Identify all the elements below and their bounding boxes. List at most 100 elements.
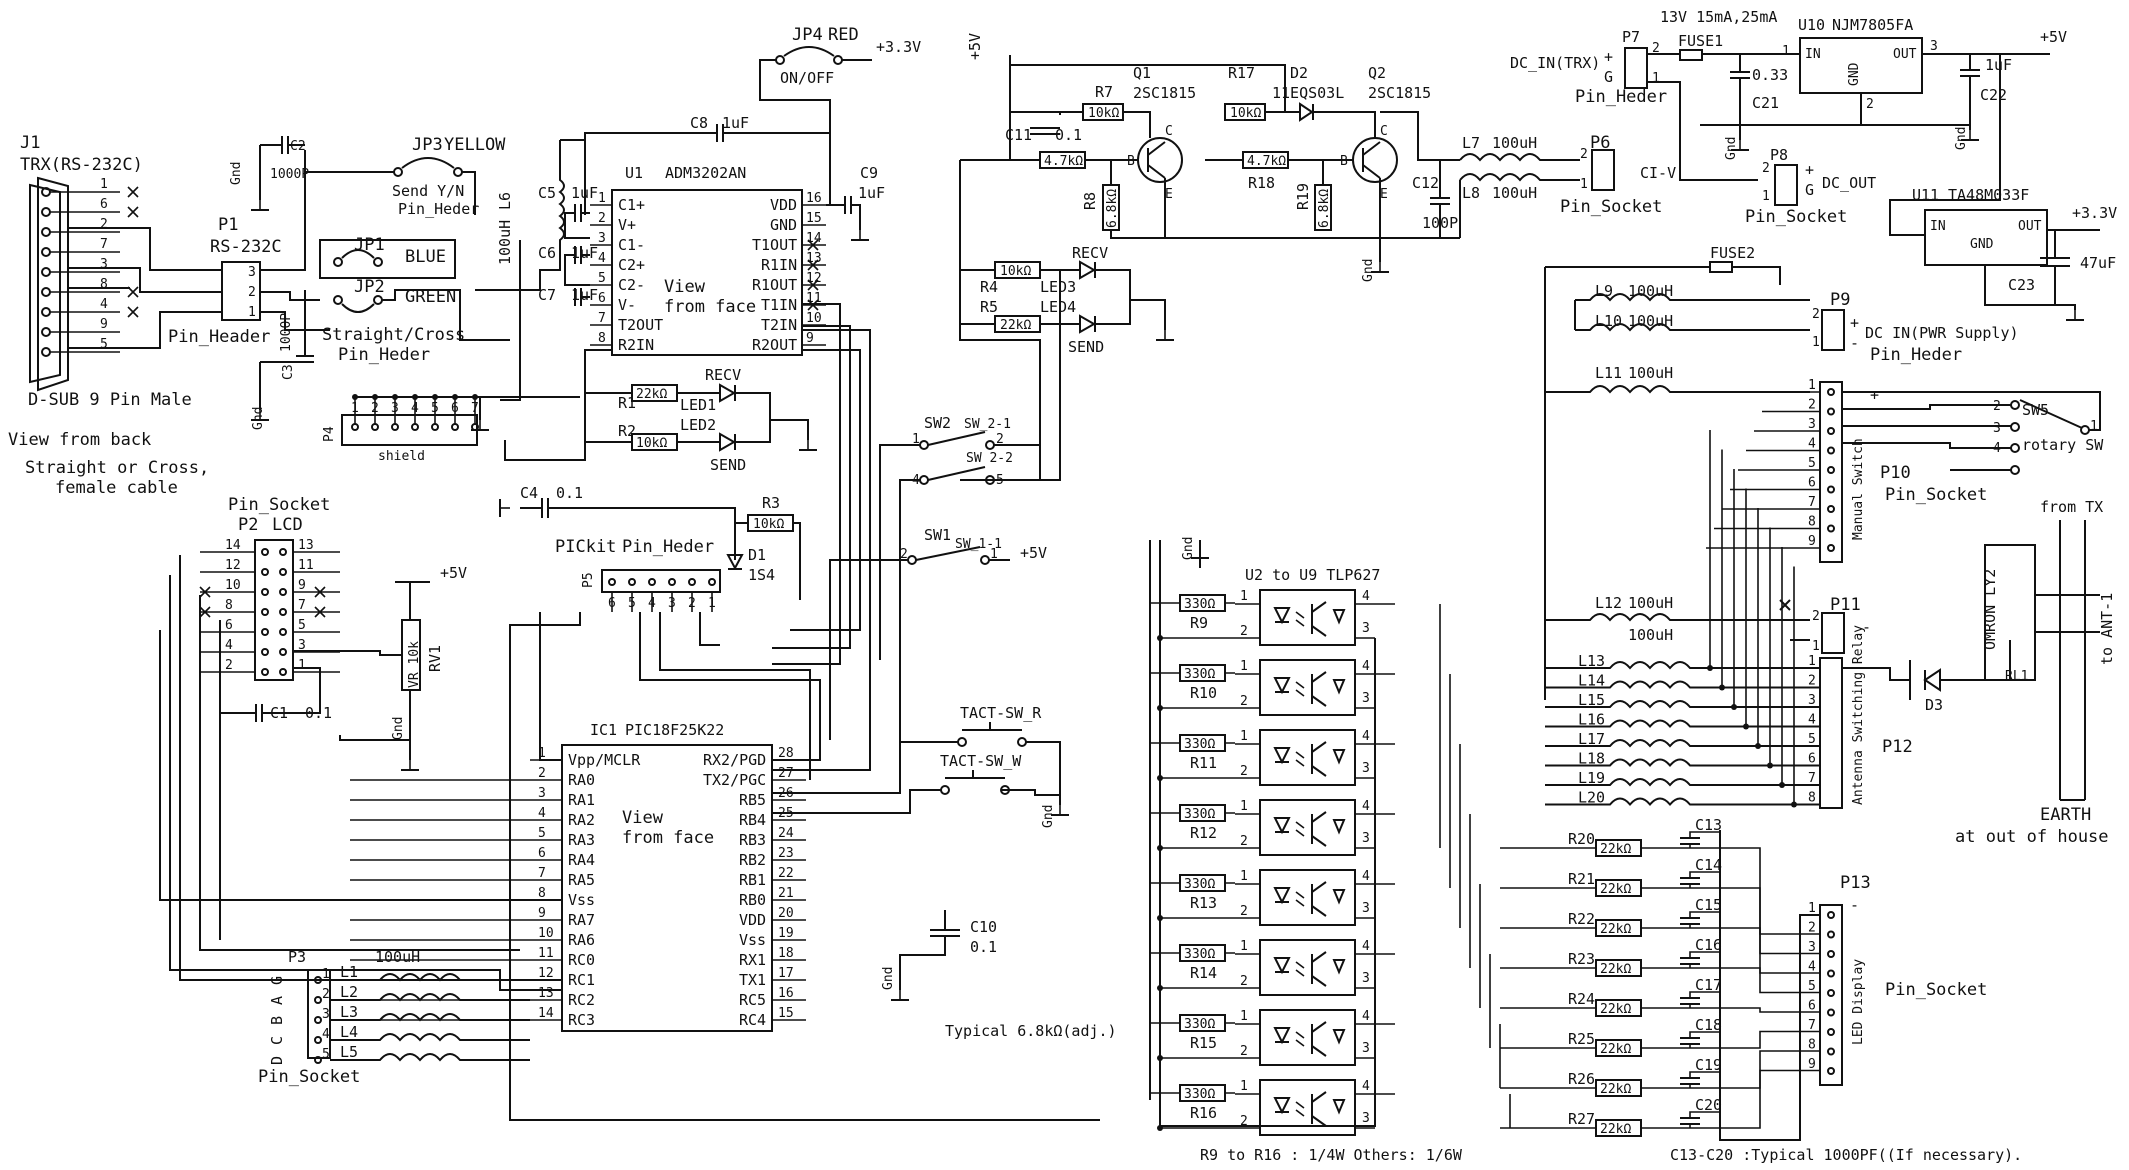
- dsub-pin-number: 2: [100, 217, 108, 232]
- led-cap-ref: C19: [1695, 1056, 1722, 1074]
- sw2-switch: SW2 SW_2-1 SW 2-2 1 2 4 5: [879, 270, 1061, 780]
- ic1-pin-number: 27: [778, 766, 794, 781]
- relay-coil: [1545, 680, 1820, 690]
- opto-pin3: 3: [1362, 831, 1370, 846]
- c2-ref: C2: [290, 139, 306, 154]
- ly2-label: OMRON LY2: [1981, 569, 1999, 650]
- junction-dot: [1743, 723, 1749, 730]
- p12-label: Antenna Switching Relay: [1851, 625, 1866, 805]
- p10-pin: [1827, 388, 1835, 396]
- gnd-label: Gnd: [1361, 259, 1376, 282]
- gnd-label: Gnd: [1724, 137, 1739, 160]
- p11-pin2: 2: [1812, 609, 1820, 624]
- rv1-value: VR 10k: [407, 641, 422, 688]
- u1-pin-name: C1+: [618, 196, 645, 214]
- p10-pin-number: 3: [1808, 417, 1816, 432]
- ic1-pin-name: RA0: [568, 771, 595, 789]
- jp2-ref: JP2: [354, 277, 385, 297]
- gnd-label: Gnd: [391, 717, 406, 740]
- opto-pin2: 2: [1240, 974, 1248, 989]
- opto-resistor-ref: R14: [1190, 964, 1217, 982]
- u1-pin-name: GND: [770, 216, 797, 234]
- opto-pin4: 4: [1362, 869, 1370, 884]
- ic1-pin-name: RB0: [739, 891, 766, 909]
- l1-5-value: 100uH: [375, 948, 420, 966]
- p12-pin-number: 2: [1808, 674, 1816, 689]
- led-resistor-ref: R26: [1568, 1070, 1595, 1088]
- l11-ref: L11: [1595, 364, 1622, 382]
- u1-view2: from face: [664, 297, 756, 317]
- sw11-label: SW_1-1: [955, 537, 1002, 552]
- p3-pin-letter: A: [268, 996, 286, 1005]
- j1-ref: J1: [20, 133, 40, 153]
- p1-pin2: 2: [248, 285, 256, 300]
- p13-pin: [1827, 950, 1835, 958]
- c3-value: 1000P: [279, 313, 294, 352]
- v13-label: 13V 15mA,25mA: [1660, 8, 1777, 26]
- q1-b: B: [1127, 154, 1135, 169]
- u1-pin-number: 3: [598, 231, 606, 246]
- opto-diode: [1332, 609, 1346, 625]
- c6-ref: C6: [538, 244, 556, 262]
- p10-pin: [1827, 446, 1835, 455]
- r6-value: 4.7kΩ: [1044, 154, 1083, 169]
- u10-ref: U10: [1798, 16, 1825, 34]
- fuse1-ref: FUSE1: [1678, 32, 1723, 50]
- opto-wire: [1235, 1093, 1395, 1129]
- sw21-label: SW_2-1: [964, 417, 1011, 432]
- c9-ref: C9: [860, 164, 878, 182]
- led-resistor-value: 22kΩ: [1600, 882, 1631, 897]
- ic1-pin-number: 10: [538, 926, 554, 941]
- p12-ref: P12: [1882, 737, 1913, 757]
- dsub-pin-number: 3: [100, 257, 108, 272]
- p4-label: shield: [378, 449, 425, 464]
- c9-capacitor: C9 1uF: [826, 164, 885, 241]
- opto-light: [1295, 611, 1305, 627]
- u1-pin-name: T2OUT: [618, 316, 663, 334]
- l8-ref: L8: [1462, 184, 1480, 202]
- opto-light: [1295, 821, 1305, 837]
- u1-pin-number: 7: [598, 311, 606, 326]
- ic1-pin-name: RB4: [739, 811, 766, 829]
- p13-pin: [1827, 911, 1835, 919]
- p3-ref: P3: [288, 948, 306, 966]
- opto-pin4: 4: [1362, 729, 1370, 744]
- c9-value: 1uF: [858, 184, 885, 202]
- p10-pin-number: 7: [1808, 495, 1816, 510]
- led2-ref: LED2: [680, 416, 716, 434]
- p2-pin: [261, 568, 269, 576]
- p2-pin: [279, 588, 287, 596]
- c4-value: 0.1: [556, 484, 583, 502]
- p11-minus: -: [1862, 618, 1871, 636]
- sw5-pin1: 1: [2090, 419, 2098, 434]
- relay-coil-ref: L18: [1578, 750, 1605, 768]
- opto-diode: [1332, 679, 1346, 695]
- p8-pin2: 2: [1762, 161, 1770, 176]
- ic1-pin-number: 4: [538, 806, 546, 821]
- jp4-ref: JP4: [792, 25, 823, 45]
- opto-pin2: 2: [1240, 1044, 1248, 1059]
- p3-pin-number: 4: [322, 1027, 330, 1042]
- opto-pin2: 2: [1240, 624, 1248, 639]
- ic1-pin-number: 8: [538, 886, 546, 901]
- opto-resistor-ref: R9: [1190, 614, 1208, 632]
- opto-diode: [1332, 889, 1346, 905]
- opto-pin2: 2: [1240, 1114, 1248, 1129]
- d2-value: 11EQS03L: [1272, 84, 1344, 102]
- typical-note: Typical 6.8kΩ(adj.): [945, 1022, 1117, 1040]
- p13-pin: [1827, 1008, 1835, 1017]
- c8-value: 1uF: [722, 114, 749, 132]
- p13-pin-number: 5: [1808, 979, 1816, 994]
- c6-capacitor: C6 1uF: [538, 244, 598, 286]
- l11-value: 100uH: [1628, 364, 1673, 382]
- ccap-note: C13-C20 :Typical 1000PF((If necessary).: [1670, 1146, 2022, 1164]
- p13-pin: [1827, 989, 1835, 997]
- p2-pin-number: 6: [225, 618, 233, 633]
- u1-view1: View: [664, 277, 706, 297]
- dsub-outline: [37, 176, 69, 392]
- ic1-pin-number: 21: [778, 886, 794, 901]
- p13-pin: [1827, 969, 1835, 978]
- p9-label: DC IN(PWR Supply): [1865, 324, 2019, 342]
